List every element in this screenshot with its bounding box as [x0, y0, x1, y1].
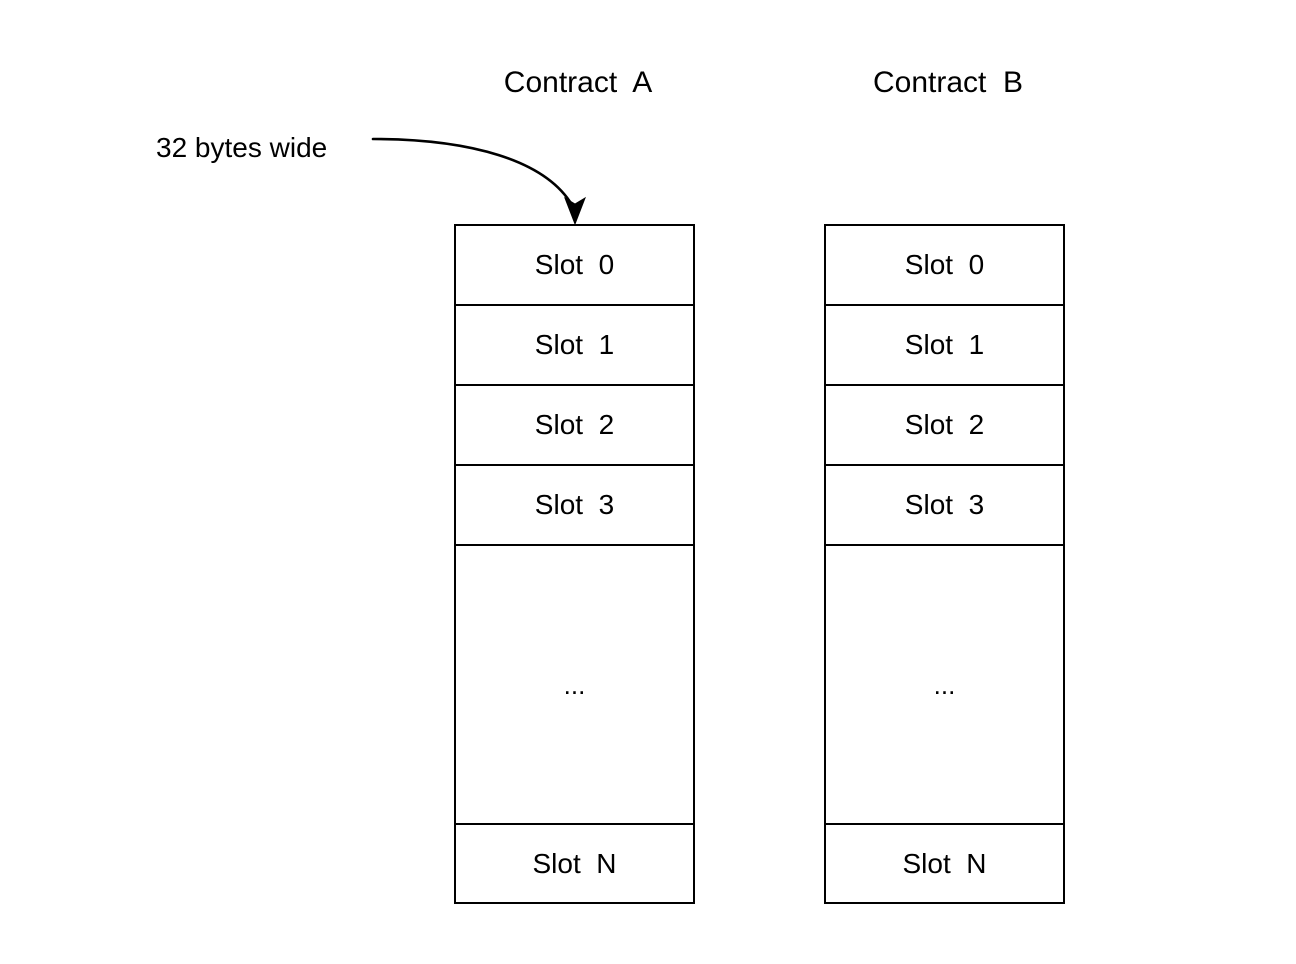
slot-row: Slot N — [456, 825, 693, 902]
slot-row: Slot 1 — [826, 306, 1063, 386]
slot-row: Slot 3 — [826, 466, 1063, 546]
column-title-contract-b: Contract B — [872, 66, 1024, 99]
storage-table-contract-a: Slot 0 Slot 1 Slot 2 Slot 3 ... Slot N — [454, 224, 695, 904]
slot-row: Slot 3 — [456, 466, 693, 546]
slot-row: Slot 0 — [826, 226, 1063, 306]
slot-row-ellipsis: ... — [456, 546, 693, 825]
slot-row: Slot 1 — [456, 306, 693, 386]
slot-row: Slot 0 — [456, 226, 693, 306]
storage-table-contract-b: Slot 0 Slot 1 Slot 2 Slot 3 ... Slot N — [824, 224, 1065, 904]
curved-arrow-icon — [371, 137, 586, 226]
slot-row: Slot 2 — [456, 386, 693, 466]
slot-row-ellipsis: ... — [826, 546, 1063, 825]
column-title-contract-a: Contract A — [503, 66, 653, 99]
annotation-label-32-bytes-wide: 32 bytes wide — [156, 132, 328, 163]
slot-row: Slot N — [826, 825, 1063, 902]
slot-row: Slot 2 — [826, 386, 1063, 466]
